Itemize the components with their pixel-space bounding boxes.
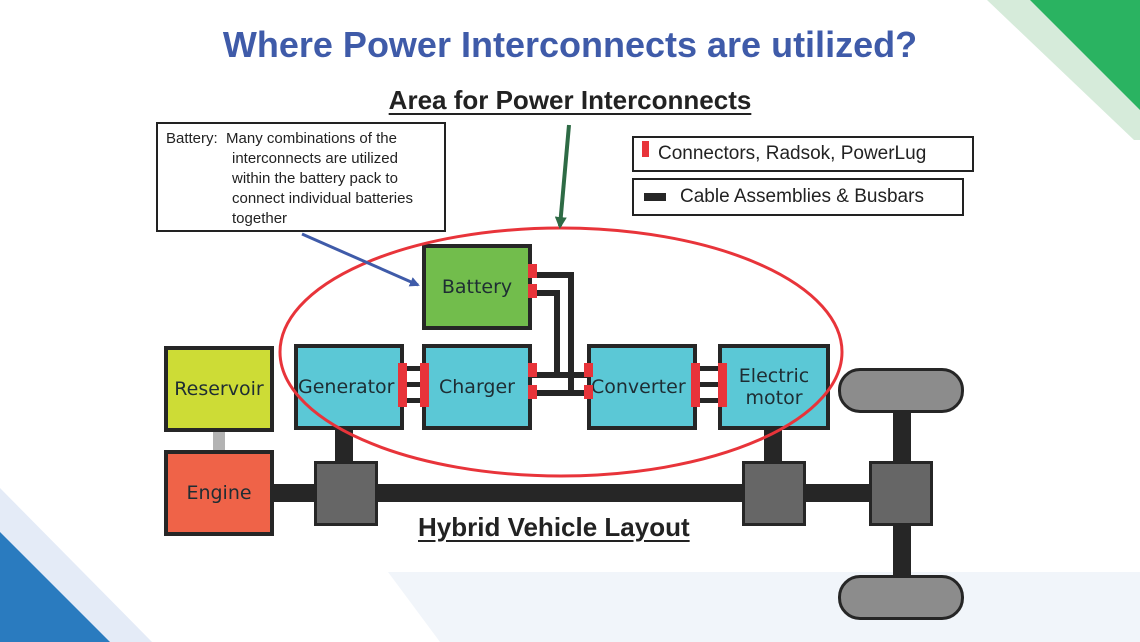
callout-text: Many combinations of the (226, 130, 397, 147)
conv-motor-cable-1 (697, 366, 720, 371)
gearbox-left (314, 461, 378, 526)
slide-title: Where Power Interconnects are utilized? (222, 24, 918, 65)
legend-cables: Cable Assemblies & Busbars (632, 178, 964, 216)
generator-block: Generator (294, 344, 404, 430)
legend-connectors: Connectors, Radsok, PowerLug (632, 136, 974, 172)
reservoir-block: Reservoir (164, 346, 274, 432)
callout-line-4: connect individual batteries (232, 190, 413, 207)
main-driveshaft (274, 484, 874, 502)
charger-connector-2 (528, 385, 537, 399)
charger-converter-cable-1 (532, 372, 588, 378)
gearbox-right (869, 461, 933, 526)
conv-motor-cable-3 (697, 398, 720, 403)
engine-label: Engine (186, 482, 252, 504)
conv-motor-cable-2 (697, 382, 720, 387)
cable-swatch-icon (644, 193, 666, 201)
wheel-bottom (838, 575, 964, 620)
electric-motor-label-1: Electric (738, 365, 810, 387)
legend-connectors-label: Connectors, Radsok, PowerLug (658, 143, 927, 164)
legend-cables-label: Cable Assemblies & Busbars (680, 186, 924, 207)
charger-connector-1 (528, 363, 537, 377)
area-heading: Area for Power Interconnects (0, 85, 1140, 116)
generator-label: Generator (298, 376, 395, 398)
callout-line-3: within the battery pack to (232, 170, 398, 187)
diagram-caption: Hybrid Vehicle Layout (418, 512, 690, 543)
charger-converter-cable-2 (532, 390, 588, 396)
bottom-left-blue-triangle (0, 532, 110, 642)
converter-label: Converter (591, 376, 686, 398)
battery-connector-1 (528, 264, 537, 278)
battery-connector-2 (528, 284, 537, 298)
area-heading-text: Area for Power Interconnects (388, 85, 752, 115)
electric-motor-label-2: motor (745, 387, 803, 409)
charger-label: Charger (439, 376, 515, 398)
charger-left-connector (420, 363, 429, 407)
converter-block: Converter (587, 344, 697, 430)
callout-label: Battery: (166, 130, 218, 147)
charger-block: Charger (422, 344, 532, 430)
callout-line-5: together (232, 210, 288, 227)
converter-connector-1 (584, 363, 593, 377)
battery-callout: Battery: Many combinations of the interc… (156, 122, 446, 232)
bottom-right-light-band (388, 572, 1140, 642)
diagram-caption-text: Hybrid Vehicle Layout (418, 512, 690, 542)
engine-block: Engine (164, 450, 274, 536)
top-right-green-triangle (1030, 0, 1140, 110)
converter-right-connector (691, 363, 700, 407)
battery-cable-2-v (554, 290, 560, 376)
battery-label: Battery (441, 276, 513, 298)
wheel-top (838, 368, 964, 413)
battery-cable-1-h (532, 272, 572, 278)
gearbox-middle (742, 461, 806, 526)
connector-swatch-icon (642, 141, 649, 157)
callout-line-1: Battery: Many combinations of the (166, 129, 436, 149)
converter-connector-2 (584, 385, 593, 399)
fuel-line (213, 432, 225, 450)
motor-connector (718, 363, 727, 407)
callout-line-2: interconnects are utilized (232, 150, 398, 167)
reservoir-label: Reservoir (174, 378, 264, 400)
generator-connector (398, 363, 407, 407)
battery-block: Battery (422, 244, 532, 330)
